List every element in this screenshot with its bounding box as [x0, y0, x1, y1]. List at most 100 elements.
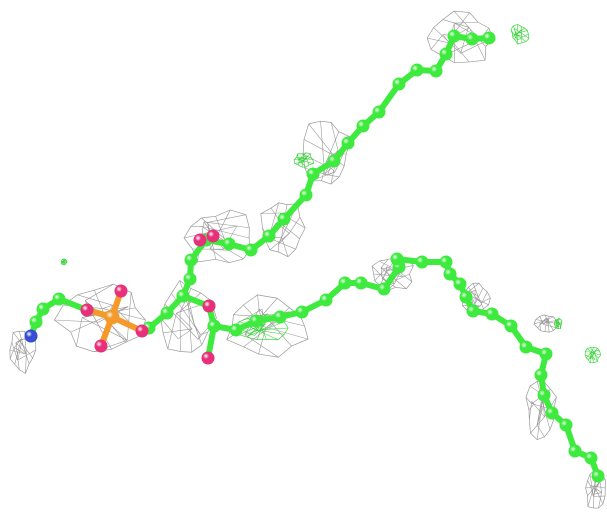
carbon-atom	[229, 323, 243, 337]
gray-mesh-wire	[25, 354, 27, 374]
gray-mesh-wire	[530, 416, 545, 434]
green-mesh-wire	[238, 323, 266, 335]
green-mesh-wire	[516, 29, 522, 34]
gray-mesh-wire	[598, 492, 602, 509]
carbon-atom	[249, 314, 263, 328]
gray-mesh-wire	[595, 488, 604, 505]
green-mesh-5	[60, 258, 68, 266]
carbon-atom	[184, 253, 198, 267]
green-mesh-wire	[247, 321, 285, 337]
green-mesh-wire	[298, 159, 307, 168]
green-mesh-wire	[512, 34, 515, 38]
gray-mesh-wire	[454, 22, 479, 24]
green-mesh-3	[510, 24, 530, 45]
gray-mesh-wire	[303, 139, 332, 155]
carbon-atom	[415, 255, 429, 269]
carbon-atom	[306, 167, 320, 181]
green-mesh-wire	[590, 346, 595, 353]
gray-mesh-wire	[14, 347, 26, 355]
gray-mesh-wire	[536, 397, 544, 440]
gray-mesh-wire	[453, 10, 470, 28]
carbonyl-oxygen-2	[201, 351, 215, 365]
carbon-atom	[429, 64, 443, 78]
green-mesh-wire	[298, 159, 304, 161]
phosphate-oxygen-2	[135, 324, 149, 338]
gray-mesh-wire	[399, 271, 413, 283]
green-mesh-wire	[510, 29, 518, 41]
gray-mesh-wire	[15, 338, 22, 343]
gray-mesh-wire	[427, 37, 450, 44]
phosphorus-atom	[104, 309, 120, 325]
gray-mesh-wire	[76, 317, 83, 347]
gray-mesh-wire	[544, 314, 549, 321]
carbon-atom	[295, 305, 309, 319]
gray-mesh-wire	[187, 296, 193, 353]
gray-mesh-wire	[325, 131, 340, 163]
carbon-atom	[439, 47, 453, 61]
green-mesh-wire	[589, 350, 597, 360]
carbon-atom	[36, 302, 50, 316]
carbon-atom	[591, 469, 605, 483]
gray-mesh-wire	[278, 233, 290, 245]
gray-mesh-wire	[430, 34, 444, 50]
green-mesh-wire	[556, 325, 560, 327]
carbon-atom	[485, 307, 499, 321]
green-mesh-wire	[63, 258, 65, 261]
gray-mesh-wire	[597, 481, 601, 487]
green-mesh-wire	[516, 34, 527, 42]
carbon-atom	[299, 188, 313, 202]
gray-mesh-wire	[14, 339, 22, 365]
green-mesh-wire	[594, 353, 598, 362]
carbon-atom	[377, 282, 391, 296]
gray-mesh-wire	[543, 405, 551, 430]
gray-mesh-wire	[207, 214, 246, 223]
carbon-atom	[568, 444, 582, 458]
gray-mesh-wire	[84, 283, 114, 301]
green-mesh-wire	[559, 324, 561, 329]
carbon-atom	[482, 31, 496, 45]
carbon-atom	[277, 212, 291, 226]
green-mesh-4	[584, 346, 602, 364]
gray-mesh-wire	[544, 319, 548, 332]
carbon-atom	[222, 237, 236, 251]
gray-mesh-wire	[587, 481, 596, 507]
green-mesh-wire	[593, 352, 599, 359]
gray-mesh-wire	[15, 342, 20, 370]
gray-mesh-wire	[176, 311, 181, 314]
carbon-atom	[410, 63, 424, 77]
gray-mesh-wire	[536, 424, 545, 438]
gray-mesh-wire	[479, 291, 488, 307]
green-mesh-wire	[590, 347, 596, 354]
carbon-atom	[176, 289, 190, 303]
carbon-atom	[584, 451, 598, 465]
gray-mesh-wire	[593, 492, 602, 495]
ester-oxygen-2	[202, 299, 216, 313]
gray-mesh-wire	[15, 342, 27, 355]
gray-mesh-wire	[536, 405, 544, 426]
gray-mesh-wire	[476, 295, 479, 299]
gray-mesh-wire	[380, 267, 383, 279]
gray-mesh-wire	[17, 349, 36, 361]
gray-mesh-wire	[160, 317, 179, 340]
gray-mesh-wire	[595, 488, 602, 493]
gray-mesh-wire	[23, 347, 27, 355]
carbon-atom	[207, 319, 221, 333]
gray-mesh-wire	[282, 224, 300, 239]
gray-mesh-wire	[324, 173, 340, 178]
green-mesh-wire	[63, 260, 66, 263]
gray-mesh-wire	[468, 282, 480, 292]
gray-mesh-wire	[228, 250, 244, 260]
gray-mesh-wire	[9, 347, 15, 360]
carbon-atom	[465, 32, 479, 46]
gray-mesh-wire	[327, 171, 336, 176]
green-mesh-6	[553, 317, 563, 330]
carbon-atom	[537, 388, 551, 402]
green-mesh-wire	[555, 318, 561, 322]
carbon-atom	[392, 77, 406, 91]
green-mesh-1	[293, 152, 314, 168]
carbon-atom	[52, 292, 66, 306]
green-mesh-wire	[296, 156, 303, 159]
gray-mesh-wire	[288, 217, 301, 234]
carbon-atom	[545, 406, 559, 420]
